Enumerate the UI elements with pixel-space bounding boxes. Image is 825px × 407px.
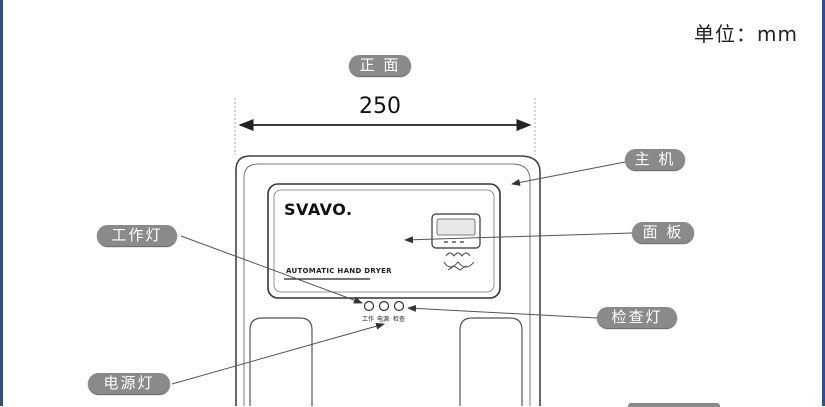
right-vent <box>459 317 523 406</box>
width-dimension-label: 250 <box>359 94 401 119</box>
callout-main-unit: 主 机 <box>625 149 685 170</box>
brand-logo: SVAVO. <box>284 200 353 219</box>
left-frame-border <box>0 0 3 406</box>
power-led <box>378 300 390 312</box>
leader-main-unit <box>511 161 626 186</box>
check-led <box>393 300 405 312</box>
left-vent <box>249 317 313 406</box>
leader-check-light <box>407 304 598 319</box>
callout-panel: 面 板 <box>632 222 694 243</box>
hands-icon <box>443 252 475 271</box>
leader-panel <box>404 232 633 244</box>
led-label-work: 工作 <box>362 316 375 323</box>
led-label-check: 检查 <box>393 316 406 323</box>
dryer-pictogram-window <box>436 218 476 236</box>
right-frame-border <box>822 0 825 406</box>
front-panel-outer <box>267 183 501 299</box>
housing-inner <box>243 163 531 406</box>
partial-callout-pill <box>628 403 720 407</box>
callout-check-light: 检查灯 <box>597 307 677 328</box>
leader-work-light <box>180 235 363 304</box>
callout-work-light: 工作灯 <box>97 225 177 246</box>
work-led <box>363 300 375 312</box>
view-label: 正 面 <box>349 55 411 76</box>
leader-power-light <box>171 322 385 385</box>
panel-title: AUTOMATIC HAND DRYER <box>286 267 392 275</box>
unit-label: 单位：mm <box>694 22 798 46</box>
housing-outer <box>235 155 541 406</box>
front-panel-inner <box>273 189 495 293</box>
callout-power-light: 电源灯 <box>88 373 170 394</box>
led-label-power: 电源 <box>377 316 390 323</box>
